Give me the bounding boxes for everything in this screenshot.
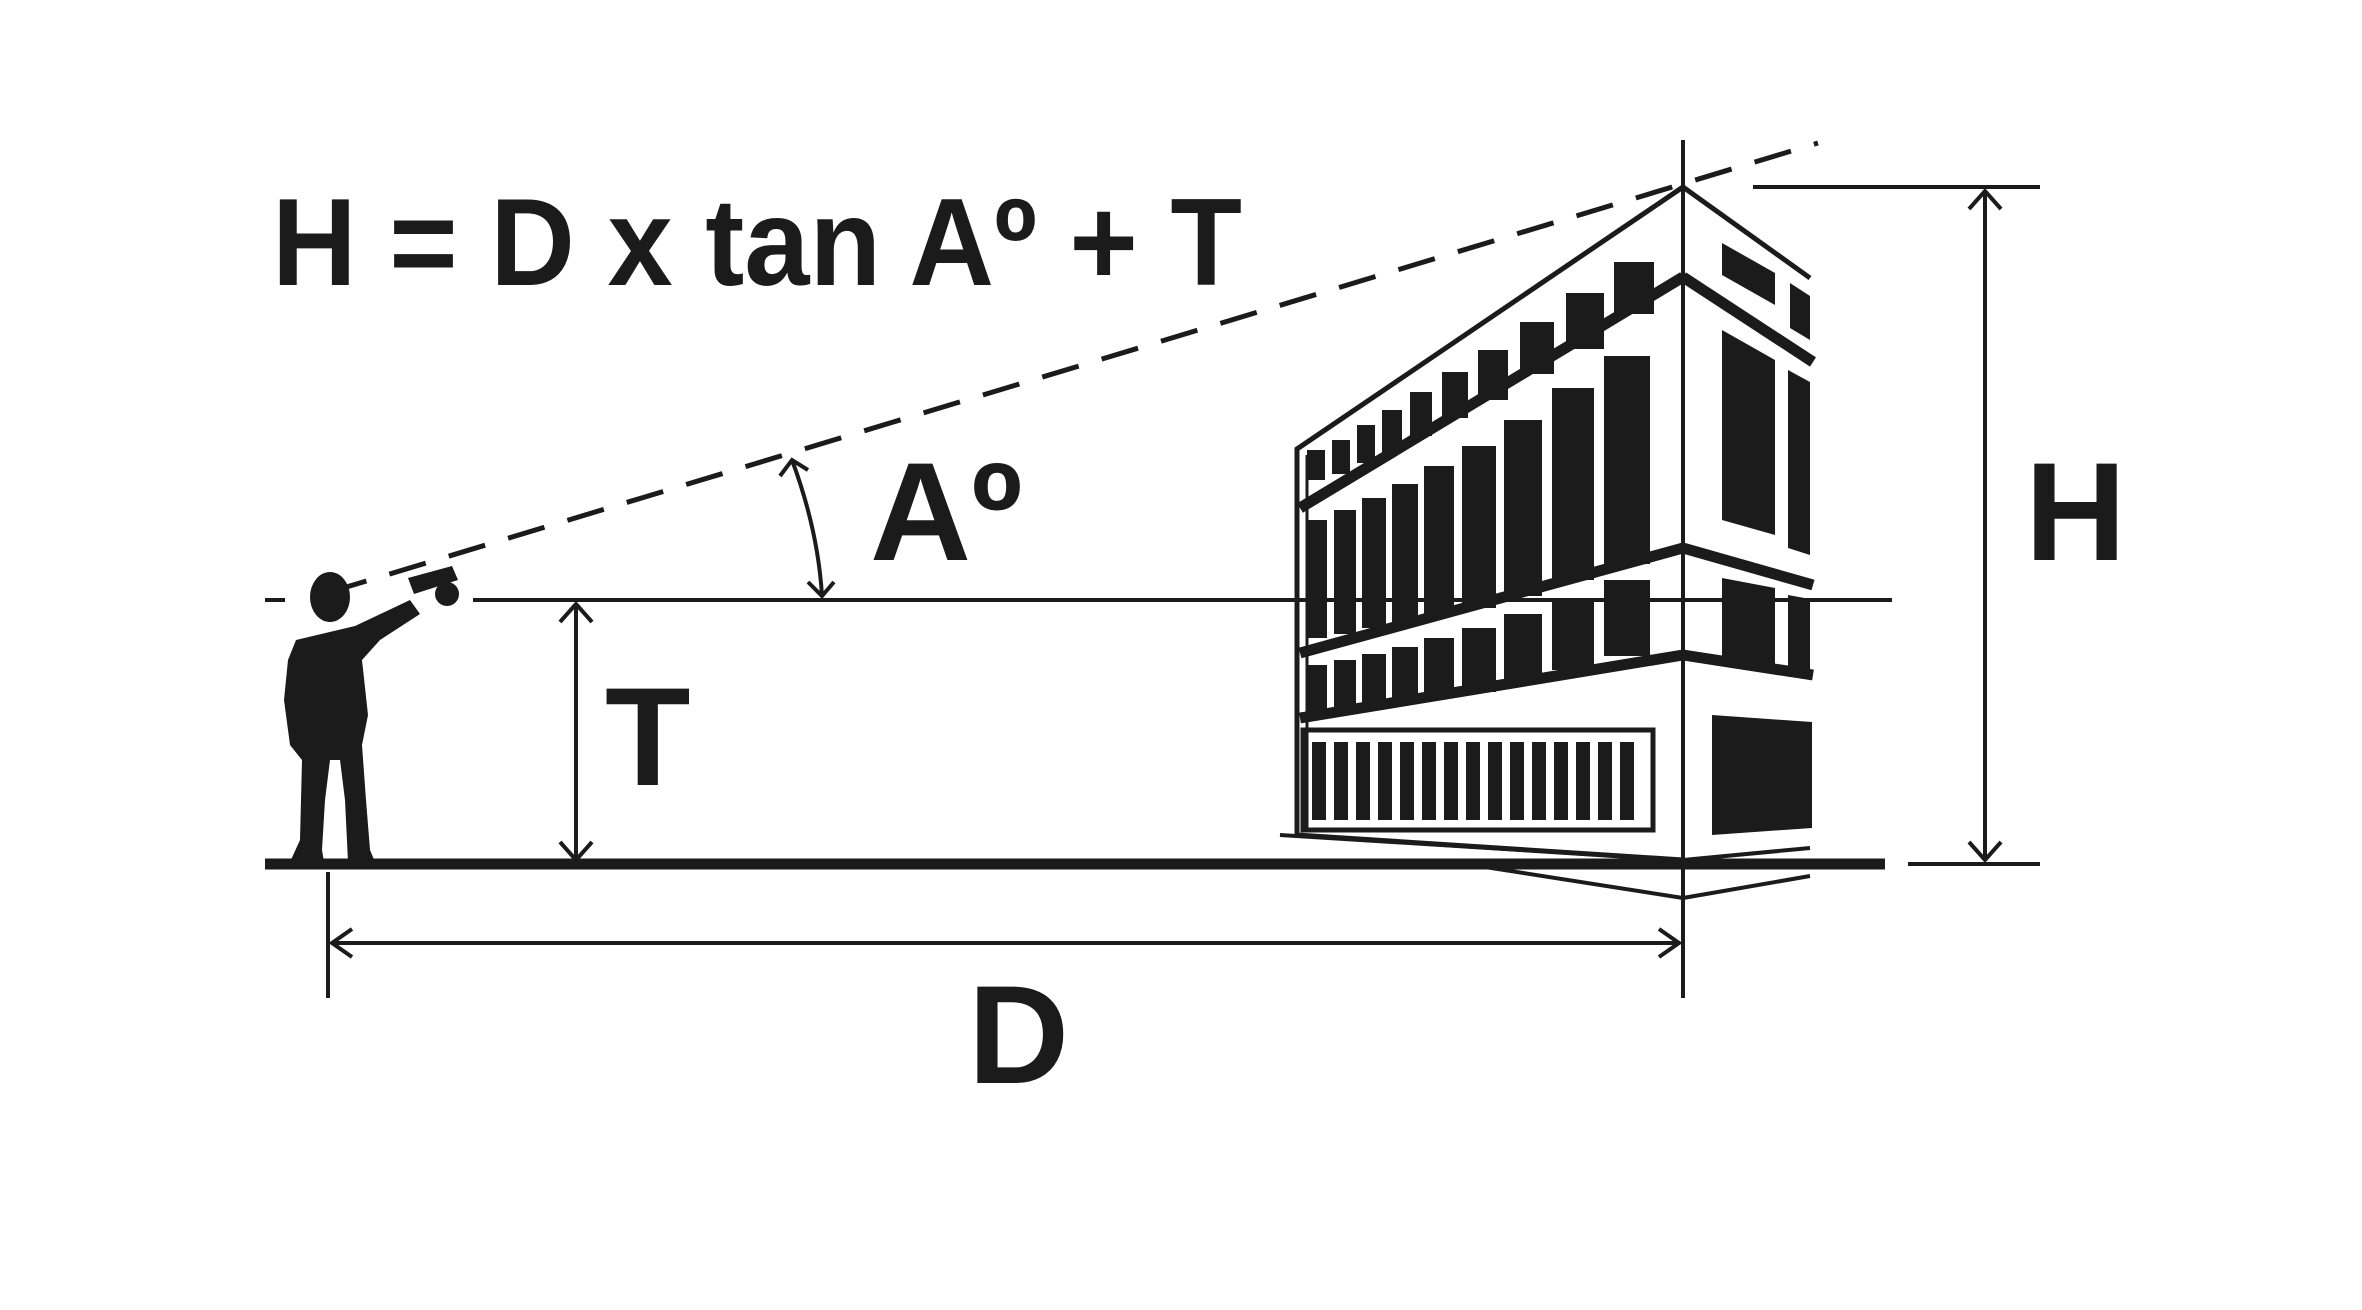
angle-label: Aº bbox=[870, 433, 1022, 590]
distance-label: D bbox=[968, 956, 1069, 1113]
person-silhouette-icon bbox=[284, 572, 420, 862]
building-height-label: H bbox=[2025, 433, 2126, 590]
observer-height-dimension bbox=[558, 600, 594, 864]
line-of-sight bbox=[329, 140, 1819, 595]
angle-arc bbox=[778, 457, 836, 599]
building-height-dimension bbox=[1753, 185, 2040, 866]
clinometer-icon bbox=[408, 566, 459, 606]
building-icon bbox=[1279, 184, 1817, 900]
observer-height-label: T bbox=[605, 658, 691, 815]
formula-text: H = D x tan Aº + T bbox=[272, 174, 1242, 312]
